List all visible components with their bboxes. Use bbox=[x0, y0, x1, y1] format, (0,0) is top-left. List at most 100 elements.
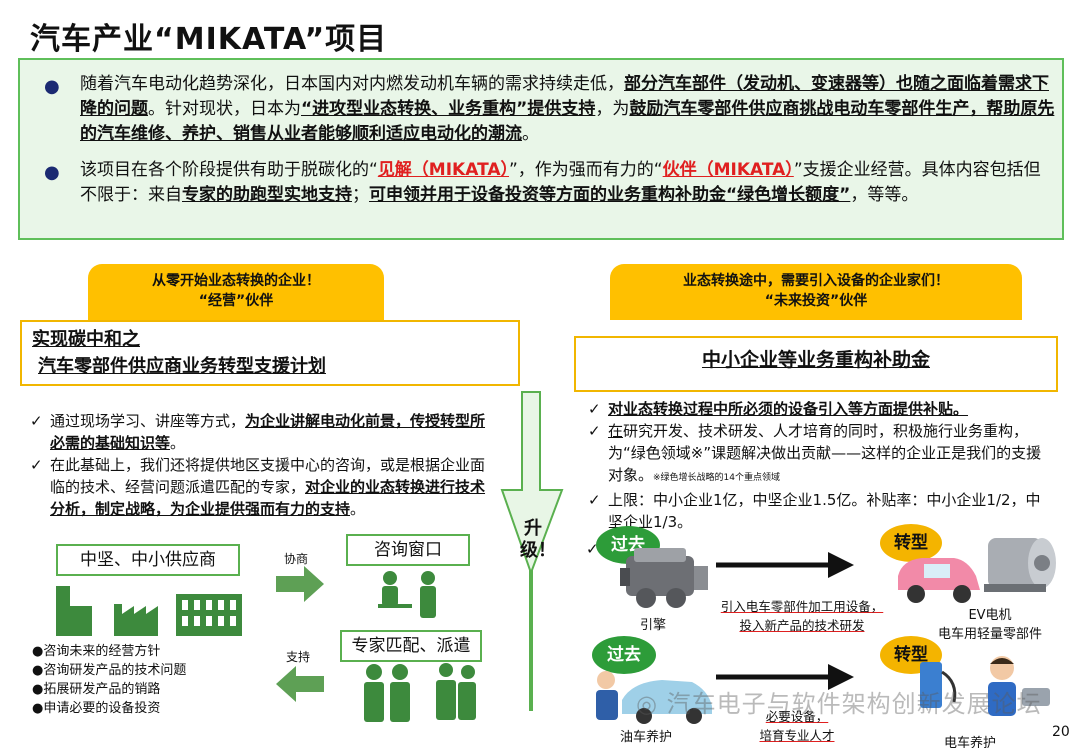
supplier-box: 中坚、中小供应商 bbox=[56, 544, 240, 576]
left-checklist: ✓ 通过现场学习、讲座等方式，为企业讲解电动化前景，传授转型所必需的基础知识等。… bbox=[30, 410, 488, 520]
ev-care-label: 电车养护 bbox=[944, 736, 997, 748]
transform-callout: 转型 bbox=[880, 636, 942, 674]
intro-text: ，等等。 bbox=[850, 185, 919, 205]
plan-title-line2: 汽车零部件供应商业务转型支援计划 bbox=[38, 356, 326, 377]
check-text: 在 bbox=[608, 422, 624, 440]
right-arrow-icon bbox=[276, 566, 324, 602]
check-text: 通过现场学习、讲座等方式， bbox=[50, 412, 246, 430]
arrow1-caption: 引入电车零部件加工用设备， 投入新产品的技术研发 bbox=[700, 596, 904, 634]
consult-window-box: 咨询窗口 bbox=[346, 534, 470, 566]
right-banner: 业态转换途中，需要引入设备的企业家们！ “未来投资”伙伴 bbox=[610, 264, 1022, 320]
engine-label: 引擎 bbox=[640, 618, 667, 633]
left-banner-line1: 从零开始业态转换的企业！ bbox=[152, 273, 320, 289]
page-title: 汽车产业“MIKATA”项目 bbox=[30, 22, 388, 57]
intro-emphasis: 部分汽车部件（发动机、变速器等）也随之面临着需求下降的问题 bbox=[80, 74, 1049, 119]
intro-paragraph-2: 该项目在各个阶段提供有助于脱碳化的“见解（MIKATA）”，作为强而有力的“伙伴… bbox=[80, 158, 1055, 208]
intro-text: ； bbox=[352, 185, 369, 205]
intro-text: 。 bbox=[522, 124, 539, 144]
right-checklist: ✓ 对业态转换过程中所必须的设备引入等方面提供补贴。 ✓ 在研究开发、技术研发、… bbox=[588, 398, 1048, 533]
consult-topics-list: ●咨询未来的经营方针 ●咨询研发产品的技术问题 ●拓展研发产品的销路 ●申请必要… bbox=[32, 642, 186, 718]
intro-emphasis: 可申领并用于设备投资等方面的业务重构补助金“绿色增长额度” bbox=[369, 185, 851, 205]
ev-label: EV电机 电车用轻量零部件 bbox=[920, 604, 1060, 642]
intro-text: 随着汽车电动化趋势深化，日本国内对内燃发动机车辆的需求持续走低， bbox=[80, 74, 624, 94]
right-check-item-2: ✓ 在研究开发、技术研发、人才培育的同时，积极施行业务重构，为“绿色领域※”课题… bbox=[588, 420, 1048, 489]
right-banner-line2: “未来投资”伙伴 bbox=[764, 293, 868, 309]
left-check-item-1: ✓ 通过现场学习、讲座等方式，为企业讲解电动化前景，传授转型所必需的基础知识等。 bbox=[30, 410, 488, 454]
right-banner-line1: 业态转换途中，需要引入设备的企业家们！ bbox=[683, 273, 949, 289]
check-icon: ✓ bbox=[30, 412, 43, 430]
intro-text: 。针对现状，日本为 bbox=[148, 99, 301, 119]
check-icon: ✓ bbox=[588, 400, 601, 418]
ev-label-line1: EV电机 bbox=[968, 608, 1012, 623]
ev-label-line2: 电车用轻量零部件 bbox=[937, 627, 1042, 642]
page-number: 20 bbox=[1052, 724, 1070, 740]
check-icon: ✓ bbox=[30, 456, 43, 474]
expert-box: 专家匹配、派遣 bbox=[340, 630, 482, 662]
consult-arrow-label: 协商 bbox=[284, 552, 309, 566]
plan-title-line1: 实现碳中和之 bbox=[32, 329, 140, 350]
consultation-people-icon bbox=[378, 571, 436, 618]
arrow1-caption-line2: 投入新产品的技术研发 bbox=[739, 618, 865, 633]
oil-car-care-label: 油车养护 bbox=[620, 730, 673, 745]
mikata-partner: 伙伴（MIKATA） bbox=[662, 160, 794, 180]
ev-car-icon bbox=[898, 558, 980, 603]
bullet-icon: ● bbox=[44, 162, 60, 183]
ev-motor-icon bbox=[984, 538, 1056, 592]
engine-icon bbox=[620, 548, 708, 608]
intro-emphasis: “进攻型业态转换、业务重构”提供支持 bbox=[301, 99, 596, 119]
list-item: ●拓展研发产品的销路 bbox=[32, 682, 161, 697]
check-text: 在此基础上，我们还将提供地区支援中心的咨询，或是根据企业面临的技术、经营问题派遣… bbox=[50, 456, 486, 496]
mikata-insight: 见解（MIKATA） bbox=[377, 160, 509, 180]
factory-icon bbox=[56, 586, 242, 636]
arrow2-caption-line1: 必要设备， bbox=[765, 709, 829, 724]
wechat-icon: ◎ bbox=[636, 690, 658, 718]
intro-text: ”，作为强而有力的“ bbox=[509, 160, 663, 180]
left-banner-line2: “经营”伙伴 bbox=[198, 293, 274, 309]
intro-emphasis: 鼓励汽车零部件供应商挑战电动车零部件生产，帮助原先的汽车维修、养护、销售从业者能… bbox=[80, 99, 1055, 144]
past-callout: 过去 bbox=[592, 636, 656, 674]
intro-text: ，为 bbox=[595, 99, 630, 119]
left-arrow-icon bbox=[276, 666, 324, 702]
watermark: ◎ 汽车电子与软件架构创新发展论坛 bbox=[636, 684, 1042, 719]
intro-box: ● 随着汽车电动化趋势深化，日本国内对内燃发动机车辆的需求持续走低，部分汽车部件… bbox=[18, 58, 1064, 240]
transition-arrow-1 bbox=[716, 552, 854, 578]
ev-charging-mechanic-icon bbox=[920, 656, 1050, 716]
arrow1-caption-line1: 引入电车零部件加工用设备， bbox=[720, 599, 884, 614]
watermark-text: 汽车电子与软件架构创新发展论坛 bbox=[666, 690, 1042, 718]
check-icon: ✓ bbox=[588, 422, 601, 440]
support-arrow-label: 支持 bbox=[286, 650, 311, 664]
intro-text: 该项目在各个阶段提供有助于脱碳化的“ bbox=[80, 160, 378, 180]
bullet-icon: ● bbox=[44, 76, 60, 97]
left-banner: 从零开始业态转换的企业！ “经营”伙伴 bbox=[88, 264, 384, 320]
check-text: 研究开发、技术研发、人才培育的同时，积极施行业务重构，为“绿色领域※”课题解决做… bbox=[608, 422, 1042, 484]
intro-text: ”支援企业经营。具体内容包括但不限于：来自 bbox=[80, 160, 1041, 205]
check-emphasis: 对业态转换过程中所必须的设备引入等方面提供补贴。 bbox=[608, 400, 969, 418]
check-text: 。 bbox=[350, 500, 366, 518]
check-emphasis: 对企业的业态转换进行技术分析，制定战略，为企业提供强而有力的支持 bbox=[50, 478, 486, 518]
list-item: ●申请必要的设备投资 bbox=[32, 701, 161, 716]
list-item: ●咨询未来的经营方针 bbox=[32, 644, 161, 659]
intro-paragraph-1: 随着汽车电动化趋势深化，日本国内对内燃发动机车辆的需求持续走低，部分汽车部件（发… bbox=[80, 72, 1055, 147]
upgrade-arrow bbox=[500, 391, 564, 711]
check-icon: ✓ bbox=[586, 540, 599, 558]
check-text: 上限：中小企业1亿，中坚企业1.5亿。补贴率：中小企业1/2，中坚企业1/3。 bbox=[608, 491, 1041, 531]
arrow2-caption-line2: 培育专业人才 bbox=[759, 728, 835, 743]
oil-car-mechanic-icon bbox=[596, 671, 712, 724]
transform-callout: 转型 bbox=[880, 524, 942, 562]
green-field-note: ※绿色增长战略的14个重点领域 bbox=[653, 473, 781, 483]
plan-title-box: 实现碳中和之 汽车零部件供应商业务转型支援计划 bbox=[20, 320, 520, 386]
arrow2-caption: 必要设备， 培育专业人才 bbox=[740, 706, 854, 744]
subsidy-title-box: 中小企业等业务重构补助金 bbox=[574, 336, 1058, 392]
check-text: 。 bbox=[170, 434, 186, 452]
expert-people-icon bbox=[364, 663, 476, 722]
right-check-item-3: ✓ 上限：中小企业1亿，中坚企业1.5亿。补贴率：中小企业1/2，中坚企业1/3… bbox=[588, 489, 1048, 533]
upgrade-label: 升级！ bbox=[520, 518, 556, 561]
transition-arrow-2 bbox=[716, 664, 854, 690]
subsidy-title: 中小企业等业务重构补助金 bbox=[701, 349, 930, 371]
intro-emphasis: 专家的助跑型实地支持 bbox=[182, 185, 352, 205]
left-check-item-2: ✓ 在此基础上，我们还将提供地区支援中心的咨询，或是根据企业面临的技术、经营问题… bbox=[30, 454, 488, 520]
check-icon: ✓ bbox=[588, 491, 601, 509]
check-emphasis: 为企业讲解电动化前景，传授转型所必需的基础知识等 bbox=[50, 412, 486, 452]
right-check-item-1: ✓ 对业态转换过程中所必须的设备引入等方面提供补贴。 bbox=[588, 398, 1048, 420]
list-item: ●咨询研发产品的技术问题 bbox=[32, 663, 187, 678]
